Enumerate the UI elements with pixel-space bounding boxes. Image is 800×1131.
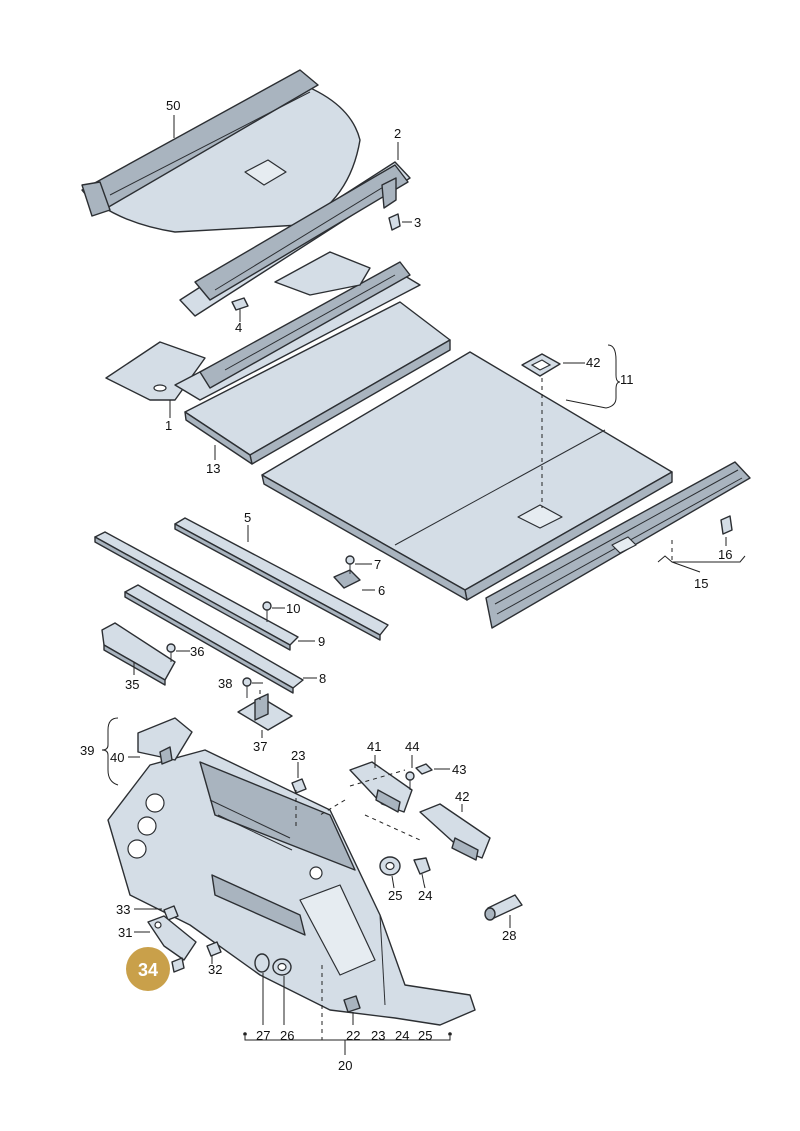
label-32: 32: [208, 962, 222, 977]
label-39: 39: [80, 743, 94, 758]
clip-22-part[interactable]: [343, 995, 361, 1013]
bracket-37-part[interactable]: [237, 693, 293, 731]
clip-33-part[interactable]: [163, 905, 179, 921]
label-8: 8: [319, 671, 326, 686]
leader-lines: [101, 115, 746, 1055]
screw-10-part[interactable]: [262, 601, 272, 622]
tube-28-part[interactable]: [484, 894, 523, 921]
sill-trim-part[interactable]: [485, 461, 751, 629]
screw-36-part[interactable]: [166, 643, 176, 662]
label-44: 44: [405, 739, 419, 754]
part-labels: 50 2 3 4 1 13 42 11 5 7 6 10 9 36 35 8 3…: [80, 98, 732, 1073]
handle-42-part[interactable]: [521, 353, 561, 377]
label-16: 16: [718, 547, 732, 562]
label-13: 13: [206, 461, 220, 476]
clip-27-part[interactable]: [254, 953, 270, 973]
bracket-31-part[interactable]: [147, 915, 197, 961]
label-42-bottom: 42: [455, 789, 469, 804]
grommet-25-part[interactable]: [379, 856, 401, 876]
rear-crossmember-part[interactable]: [179, 161, 411, 317]
screw-38-part[interactable]: [242, 677, 252, 698]
label-20: 20: [338, 1058, 352, 1073]
label-43: 43: [452, 762, 466, 777]
label-11: 11: [620, 372, 634, 387]
label-1: 1: [165, 418, 172, 433]
highlight-badge-34[interactable]: 34: [126, 947, 170, 991]
label-23-top: 23: [291, 748, 305, 763]
bracket-42-part[interactable]: [419, 803, 491, 861]
label-24-bottom: 24: [395, 1028, 409, 1043]
rail-9-part[interactable]: [94, 531, 299, 651]
rail-8-part[interactable]: [124, 584, 304, 694]
bracket-35-part[interactable]: [101, 622, 176, 686]
label-25-mid: 25: [388, 888, 402, 903]
label-27: 27: [256, 1028, 270, 1043]
label-6: 6: [378, 583, 385, 598]
clip-24-part[interactable]: [413, 857, 431, 885]
clip-3-part[interactable]: [388, 213, 401, 231]
block-6-part[interactable]: [333, 569, 361, 589]
screw-34-part[interactable]: [171, 957, 185, 973]
label-31: 31: [118, 925, 132, 940]
label-3: 3: [414, 215, 421, 230]
label-5: 5: [244, 510, 251, 525]
label-41: 41: [367, 739, 381, 754]
load-floor-board-part[interactable]: [184, 301, 451, 465]
label-23-bottom: 23: [371, 1028, 385, 1043]
label-50: 50: [166, 98, 180, 113]
large-floor-panel-part[interactable]: [261, 351, 673, 601]
label-2: 2: [394, 126, 401, 141]
bracket-40-part[interactable]: [137, 717, 193, 765]
label-9: 9: [318, 634, 325, 649]
label-4: 4: [235, 320, 242, 335]
label-24-mid: 24: [418, 888, 432, 903]
cap-26-part[interactable]: [272, 958, 292, 976]
label-15: 15: [694, 576, 708, 591]
luggage-cover-part[interactable]: [81, 69, 361, 233]
clip-23-part[interactable]: [291, 778, 307, 794]
cap-43-part[interactable]: [415, 763, 433, 775]
screw-7-part[interactable]: [345, 555, 355, 574]
label-33: 33: [116, 902, 130, 917]
label-42-top: 42: [586, 355, 600, 370]
clip-16-part[interactable]: [720, 515, 733, 535]
label-22: 22: [346, 1028, 360, 1043]
label-37: 37: [253, 739, 267, 754]
rail-5-part[interactable]: [174, 517, 389, 641]
highlight-label-34: 34: [138, 960, 158, 980]
label-38: 38: [218, 676, 232, 691]
label-25-bottom: 25: [418, 1028, 432, 1043]
label-26: 26: [280, 1028, 294, 1043]
side-trim-panel-part[interactable]: [107, 749, 476, 1026]
label-7: 7: [374, 557, 381, 572]
floor-frame-part[interactable]: [105, 251, 421, 401]
label-36: 36: [190, 644, 204, 659]
screw-44-part[interactable]: [405, 771, 415, 790]
label-10: 10: [286, 601, 300, 616]
label-40: 40: [110, 750, 124, 765]
clip-32-part[interactable]: [206, 941, 222, 957]
bracket-41-part[interactable]: [349, 761, 413, 813]
label-28: 28: [502, 928, 516, 943]
label-35: 35: [125, 677, 139, 692]
